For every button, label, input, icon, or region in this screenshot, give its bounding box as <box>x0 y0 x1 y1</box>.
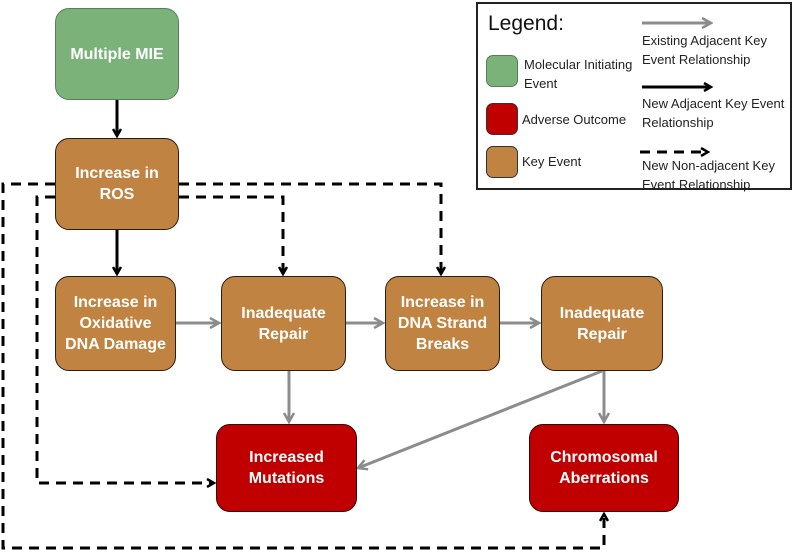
legend-label-existing: Existing Adjacent Key Event Relationship <box>642 33 768 67</box>
dashed-ros-strand <box>179 182 441 274</box>
node-increased-mutations: Increased Mutations <box>216 424 357 512</box>
node-increase-ros: Increase in ROS <box>55 138 179 230</box>
legend-title: Legend: <box>488 12 564 35</box>
legend-swatch-ao <box>486 103 518 135</box>
node-label: Inadequate Repair <box>241 304 326 343</box>
node-inadequate-repair-2: Inadequate Repair <box>541 276 663 371</box>
node-label: Increase in DNA Strand Breaks <box>397 294 488 353</box>
legend-label-non-adjacent: New Non-adjacent Key Event Relationship <box>642 158 775 192</box>
node-label: Multiple MIE <box>70 45 164 63</box>
node-label: Chromosomal Aberrations <box>550 449 658 487</box>
legend-swatch-mie <box>486 55 518 87</box>
node-label: Increased Mutations <box>248 449 325 487</box>
legend-label-ke: Key Event <box>522 154 582 169</box>
dashed-ros-repair1 <box>179 195 283 274</box>
dashed-ros-mutations <box>35 195 214 483</box>
legend-label-ao: Adverse Outcome <box>522 112 627 127</box>
legend-label-new-adjacent: New Adjacent Key Event Relationship <box>642 96 785 130</box>
node-multiple-mie: Multiple MIE <box>55 8 179 100</box>
legend-arrows <box>640 4 794 192</box>
arrow-repair2-mutations <box>358 369 603 468</box>
node-label: Increase in ROS <box>75 165 159 203</box>
legend-swatch-ke <box>486 146 518 178</box>
node-label: Inadequate Repair <box>559 304 645 343</box>
node-oxidative-dna-damage: Increase in Oxidative DNA Damage <box>55 276 176 371</box>
legend-label-mie: Molecular Initiating Event <box>524 57 633 91</box>
legend: Legend: Molecular Initiating Event Adver… <box>476 2 794 192</box>
node-chromosomal-aberrations: Chromosomal Aberrations <box>529 424 679 512</box>
node-inadequate-repair-1: Inadequate Repair <box>221 276 346 371</box>
node-dna-strand-breaks: Increase in DNA Strand Breaks <box>385 276 500 371</box>
dashed-ros-chromosomal <box>1 182 604 550</box>
node-label: Increase in Oxidative DNA Damage <box>65 294 166 353</box>
